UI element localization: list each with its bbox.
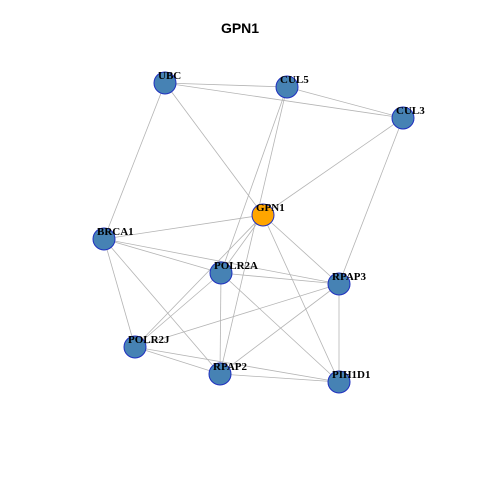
node-circle-ubc — [153, 71, 177, 95]
node-circle-gpn1 — [251, 203, 275, 227]
edge-cul5-cul3 — [286, 86, 404, 119]
node-label-rpap2: RPAP2 — [213, 361, 248, 373]
edge-layer — [103, 82, 404, 383]
edge-ubc-brca1 — [103, 82, 166, 240]
node-label-cul5: CUL5 — [280, 74, 309, 86]
node-rpap3: RPAP3 — [327, 271, 367, 296]
node-label-polr2j: POLR2J — [128, 334, 170, 346]
edge-cul5-polr2a — [220, 86, 288, 274]
node-label-polr2a: POLR2A — [214, 260, 258, 272]
node-circle-pih1d1 — [327, 370, 351, 394]
node-polr2a: POLR2A — [209, 260, 258, 285]
edge-rpap2-pih1d1 — [219, 373, 340, 383]
node-label-pih1d1: PIH1D1 — [332, 369, 371, 381]
edge-gpn1-polr2j — [134, 214, 264, 348]
edge-brca1-rpap3 — [103, 238, 340, 285]
node-circle-polr2a — [209, 261, 233, 285]
edge-cul5-rpap2 — [219, 86, 288, 375]
edge-polr2a-pih1d1 — [220, 272, 340, 383]
node-pih1d1: PIH1D1 — [327, 369, 371, 394]
page-title: GPN1 — [220, 20, 260, 36]
node-circle-cul3 — [391, 106, 415, 130]
node-label-cul3: CUL3 — [396, 105, 425, 117]
edge-brca1-polr2a — [103, 238, 222, 274]
node-brca1: BRCA1 — [92, 226, 134, 251]
node-cul3: CUL3 — [391, 105, 425, 130]
node-polr2j: POLR2J — [123, 334, 170, 359]
node-gpn1: GPN1 — [251, 202, 285, 227]
edge-rpap3-polr2j — [134, 283, 340, 348]
edge-cul3-gpn1 — [262, 117, 404, 216]
node-circle-polr2j — [123, 335, 147, 359]
node-label-rpap3: RPAP3 — [332, 271, 367, 283]
edge-brca1-polr2j — [103, 238, 136, 348]
node-circle-brca1 — [92, 227, 116, 251]
edge-gpn1-rpap3 — [262, 214, 340, 285]
edge-brca1-rpap2 — [103, 238, 221, 375]
edge-rpap3-rpap2 — [219, 283, 340, 375]
node-label-ubc: UBC — [158, 70, 181, 82]
node-label-brca1: BRCA1 — [97, 226, 134, 238]
edge-polr2a-polr2j — [134, 272, 222, 348]
edge-polr2a-rpap3 — [220, 272, 340, 285]
node-circle-rpap3 — [327, 272, 351, 296]
edge-ubc-cul5 — [164, 82, 288, 88]
edge-cul3-rpap3 — [338, 117, 404, 285]
node-cul5: CUL5 — [275, 74, 309, 99]
edge-polr2j-rpap2 — [134, 346, 221, 375]
node-ubc: UBC — [153, 70, 181, 95]
edge-gpn1-pih1d1 — [262, 214, 340, 383]
edge-gpn1-brca1 — [103, 214, 264, 240]
edge-polr2j-pih1d1 — [134, 346, 340, 383]
edge-polr2a-rpap2 — [219, 272, 222, 375]
node-label-gpn1: GPN1 — [256, 202, 285, 214]
node-circle-rpap2 — [208, 362, 232, 386]
node-circle-cul5 — [275, 75, 299, 99]
node-rpap2: RPAP2 — [208, 361, 248, 386]
edge-gpn1-polr2a — [220, 214, 264, 274]
edge-ubc-gpn1 — [164, 82, 264, 216]
